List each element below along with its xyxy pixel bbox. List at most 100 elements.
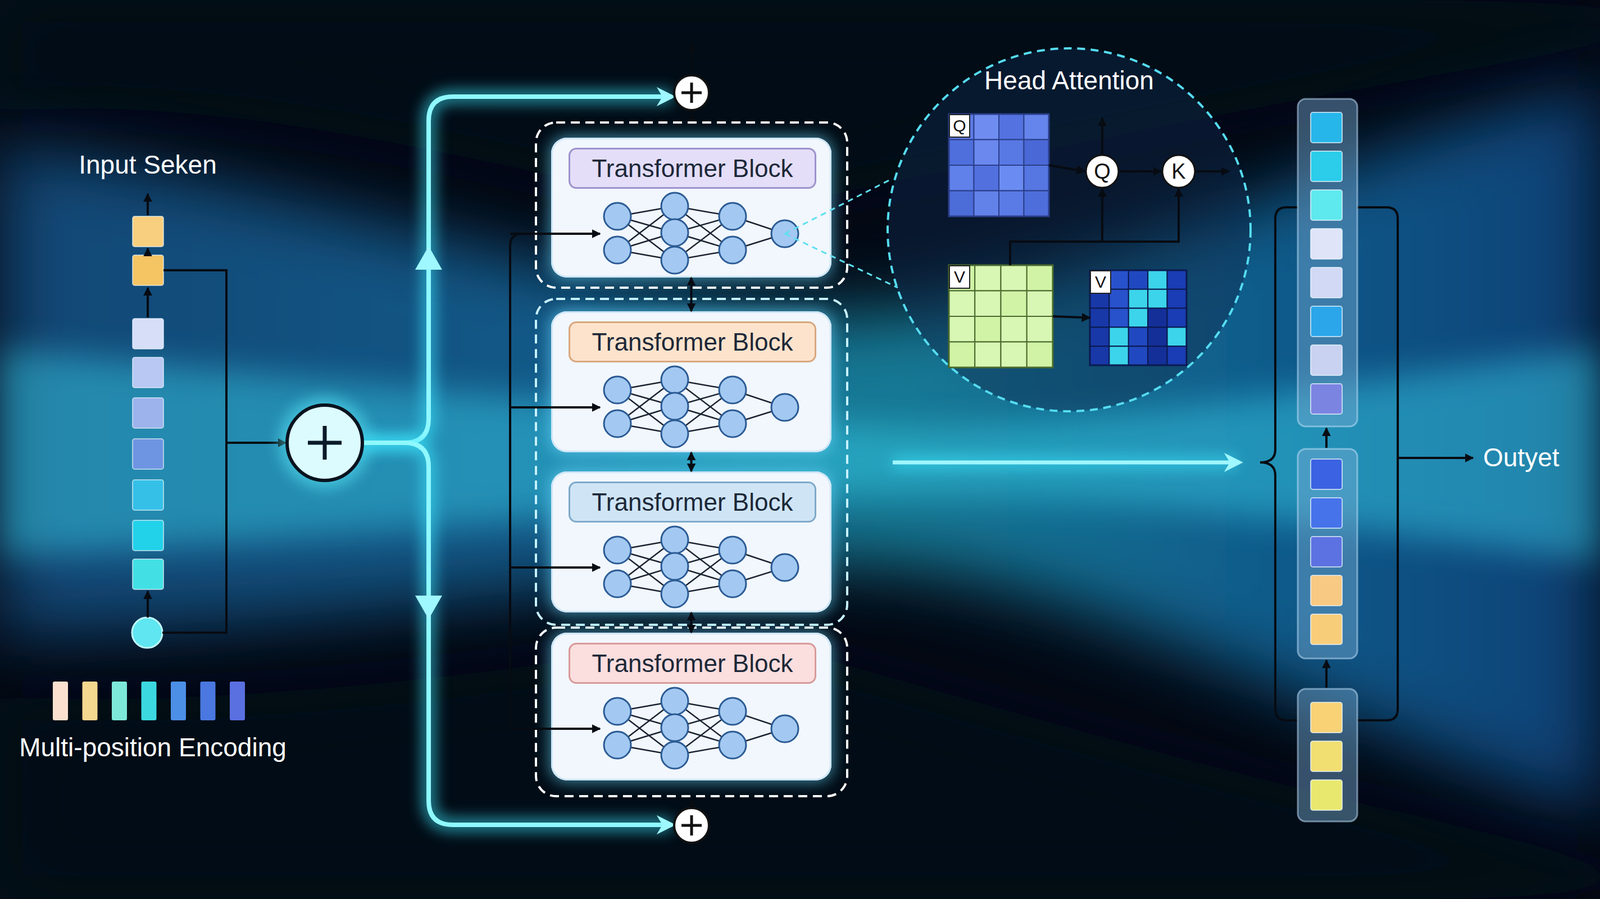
- matrix-border: [948, 114, 1049, 217]
- encoding-bar: [141, 681, 157, 721]
- transformer-block: Transformer Block: [551, 632, 832, 781]
- network-neuron: [661, 219, 689, 247]
- output-token: [1310, 306, 1343, 337]
- text-label: Input Seken: [35, 149, 261, 181]
- network-neuron: [603, 236, 631, 264]
- plus-sign: [307, 425, 342, 460]
- zoom-leader: [784, 233, 898, 288]
- matrix-cell: [1108, 326, 1129, 347]
- flow-arrow: [1397, 456, 1474, 459]
- matrix-cell: [1108, 346, 1129, 366]
- glow-arrow: [892, 460, 1240, 465]
- matrix-cell: [974, 342, 1001, 368]
- network-neuron: [719, 376, 747, 404]
- matrix-cell: [974, 316, 1001, 343]
- input-token: [132, 438, 164, 470]
- encoding-bar: [229, 681, 245, 721]
- output-token: [1310, 536, 1343, 567]
- connector-arrow: [690, 612, 693, 633]
- value-matrix: V: [948, 265, 1053, 368]
- output-token: [1310, 575, 1343, 606]
- matrix-cell: [1128, 346, 1148, 366]
- matrix-cell: [1147, 346, 1167, 366]
- matrix-border: [1089, 270, 1187, 366]
- flow-arrow: [1101, 117, 1104, 154]
- matrix-cell: [948, 291, 975, 317]
- input-source: [132, 617, 163, 648]
- ring-shape: [885, 46, 1253, 414]
- network-neuron: [661, 714, 689, 742]
- flow-arrow: [146, 287, 149, 318]
- matrix-cell: [1128, 270, 1148, 290]
- output-token: [1310, 189, 1343, 221]
- matrix-cell: [974, 191, 1000, 217]
- transformer-block: Transformer Block: [551, 137, 832, 278]
- output-token: [1310, 702, 1343, 733]
- light-beam: [0, 84, 1600, 815]
- network-neuron: [603, 697, 631, 725]
- matrix-cell: [974, 139, 1000, 166]
- branch-arrowhead: [415, 246, 443, 270]
- input-token: [132, 520, 164, 551]
- flow-arrow: [1325, 428, 1328, 448]
- operator-circle: Q: [1084, 153, 1120, 189]
- input-token: [132, 255, 164, 286]
- plus-sign: [681, 815, 702, 836]
- text-label: Outyet: [1483, 442, 1596, 474]
- matrix-cell: [1147, 270, 1167, 290]
- attention-matrix: V: [1089, 270, 1187, 366]
- block-label: Transformer Block: [568, 147, 817, 189]
- output-token: [1310, 228, 1343, 259]
- branch-arrowhead: [415, 595, 443, 620]
- glow: [278, 396, 371, 489]
- dark-shade: [0, 0, 1600, 214]
- matrix-cell: [1001, 265, 1027, 292]
- network-neuron: [603, 536, 631, 564]
- matrix-cell: [1167, 346, 1187, 366]
- matrix-cell: [1026, 265, 1053, 292]
- matrix-label: V: [1089, 270, 1112, 294]
- block-label: Transformer Block: [568, 642, 817, 684]
- connector-arrow: [1052, 316, 1090, 318]
- network-neuron: [661, 580, 689, 608]
- encoding-bar: [52, 681, 68, 721]
- output-group: [1297, 98, 1358, 427]
- network-neuron: [719, 536, 747, 564]
- dashed-group: [535, 298, 848, 625]
- output-token: [1310, 497, 1343, 529]
- output-token: [1310, 779, 1343, 811]
- network-neuron: [719, 697, 747, 725]
- output-token: [1310, 741, 1343, 772]
- matrix-cell: [1024, 165, 1050, 192]
- matrix-cell: [1167, 270, 1187, 290]
- text-label: Multi-position Encoding: [0, 732, 311, 763]
- network-neuron: [603, 202, 631, 230]
- matrix-cell: [1108, 289, 1129, 309]
- output-token: [1310, 151, 1343, 182]
- output-group: [1297, 448, 1358, 659]
- matrix-cell: [1167, 326, 1187, 347]
- encoding-bar: [200, 681, 216, 721]
- matrix-cell: [974, 265, 1001, 292]
- bracket: [1260, 207, 1298, 721]
- input-arrow: [510, 232, 600, 235]
- zoom-leader: [784, 178, 893, 234]
- encoding-bar: [82, 681, 98, 721]
- network-neuron: [661, 392, 689, 420]
- matrix-label: Q: [948, 114, 971, 138]
- block-label: Transformer Block: [568, 321, 817, 363]
- matrix-cell: [1001, 342, 1027, 368]
- matrix-cell: [1089, 308, 1109, 328]
- matrix-cell: [1024, 139, 1050, 166]
- network-neuron: [661, 246, 689, 274]
- output-token: [1310, 267, 1343, 298]
- matrix-cell: [1026, 342, 1053, 368]
- network-neuron: [719, 410, 747, 438]
- matrix-cell: [1128, 326, 1148, 347]
- matrix-label: V: [948, 265, 971, 289]
- matrix-cell: [998, 139, 1025, 166]
- network-neuron: [771, 220, 799, 248]
- matrix-cell: [998, 191, 1025, 217]
- matrix-cell: [1026, 316, 1053, 343]
